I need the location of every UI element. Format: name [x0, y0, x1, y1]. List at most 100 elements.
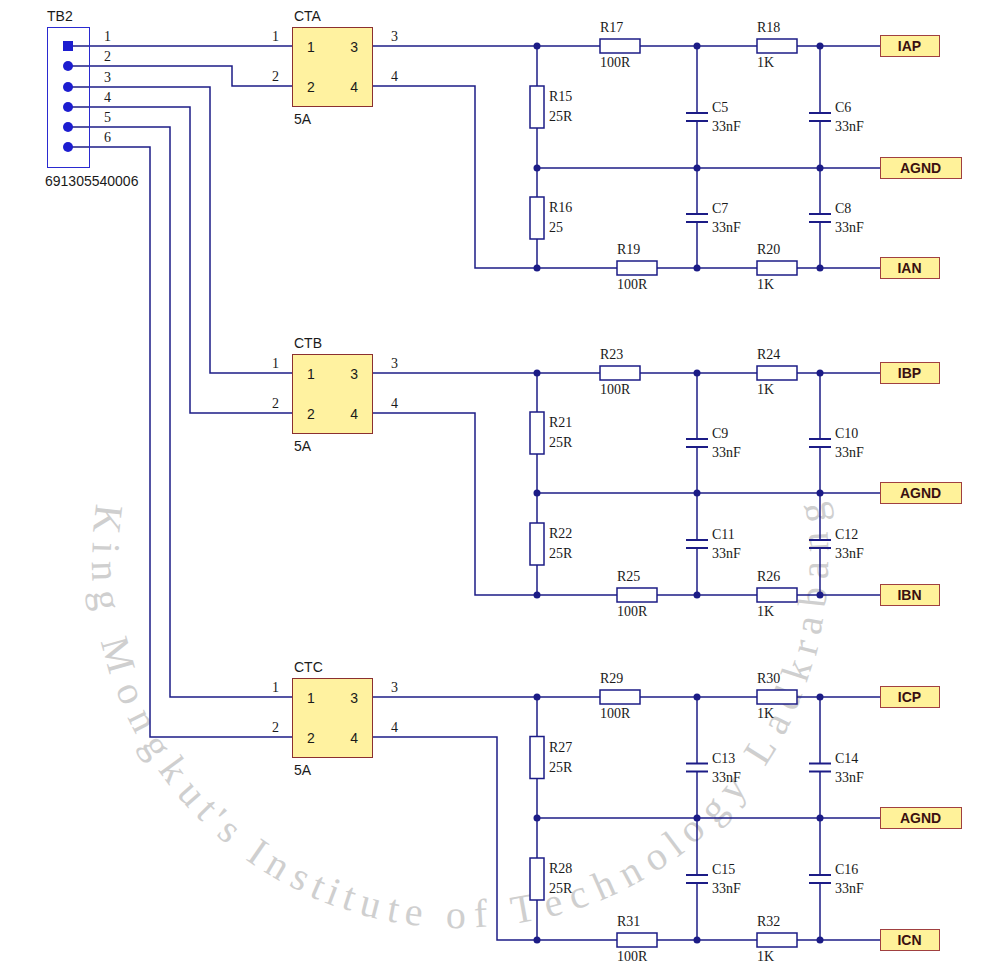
capacitor-plate [686, 539, 708, 541]
pin-number: 1 [272, 356, 279, 372]
watermark-letter: k [773, 654, 821, 687]
wire-connector [90, 45, 292, 47]
net-label: IBP [880, 362, 940, 384]
net-label: ICN [880, 929, 940, 951]
wire [696, 493, 698, 540]
wire [819, 168, 821, 214]
watermark-letter: a [793, 560, 837, 579]
pin-number: 1 [104, 29, 111, 45]
current-transformer: CTA13245A [292, 27, 373, 107]
resistor-symbol [757, 588, 797, 602]
resistor-symbol [617, 261, 657, 275]
capacitor-plate [809, 221, 831, 223]
part-name: C14 [835, 751, 858, 767]
pin-circle [63, 102, 73, 112]
part-name: C10 [835, 426, 858, 442]
terminal-block: TB2691305540006 [47, 27, 90, 168]
capacitor-plate [809, 763, 831, 765]
watermark-letter: o [446, 893, 466, 937]
resistor-symbol [757, 933, 797, 947]
capacitor-plate [686, 763, 708, 765]
pin-circle [63, 122, 73, 132]
part-number: 691305540006 [45, 173, 138, 189]
capacitor-plate [809, 446, 831, 448]
wire [819, 222, 821, 268]
junction-dot [534, 490, 541, 497]
resistor-symbol [600, 366, 640, 380]
watermark-letter: g [789, 500, 835, 526]
part-name: R16 [549, 200, 572, 216]
pin-number: 4 [104, 90, 111, 106]
junction-dot [817, 937, 824, 944]
part-name: R28 [549, 861, 572, 877]
part-name: TB2 [47, 8, 73, 24]
wire [373, 737, 617, 940]
net-label: IAN [880, 257, 940, 279]
wire [819, 772, 821, 819]
junction-dot [817, 694, 824, 701]
wire [797, 372, 880, 374]
pin-number: 3 [350, 690, 358, 706]
part-name: R29 [600, 671, 623, 687]
pin-number: 3 [350, 366, 358, 382]
capacitor-plate [809, 547, 831, 549]
watermark-letter [491, 891, 506, 936]
part-name: CTC [294, 659, 323, 675]
wire [373, 372, 600, 374]
net-name: AGND [900, 810, 941, 826]
junction-dot [694, 694, 701, 701]
resistor-symbol [757, 261, 797, 275]
part-name: C8 [835, 201, 851, 217]
capacitor-plate [686, 221, 708, 223]
part-name: R32 [757, 914, 780, 930]
pin-number: 4 [350, 730, 358, 746]
part-name: R26 [757, 569, 780, 585]
part-value: 100R [617, 604, 647, 620]
pin-number: 1 [272, 680, 279, 696]
part-name: R23 [600, 347, 623, 363]
pin-number: 6 [104, 130, 111, 146]
net-name: IBP [898, 365, 921, 381]
part-value: 100R [600, 55, 630, 71]
wire [696, 697, 698, 764]
wire-connector [90, 66, 292, 86]
wire [536, 128, 538, 197]
part-name: R22 [549, 526, 572, 542]
part-value: 1K [757, 55, 774, 71]
junction-dot [817, 370, 824, 377]
wire [373, 45, 600, 47]
wire [536, 900, 538, 940]
pin-number: 1 [307, 690, 315, 706]
part-name: R15 [549, 89, 572, 105]
part-name: R21 [549, 415, 572, 431]
wire-connector [90, 147, 292, 737]
wire-connector [90, 107, 292, 413]
wire [657, 267, 757, 269]
watermark-letter: K [84, 502, 131, 536]
part-name: R31 [617, 914, 640, 930]
resistor-symbol [757, 39, 797, 53]
part-value: 25 [549, 220, 563, 236]
part-value: 1K [757, 604, 774, 620]
pin-number: 2 [307, 730, 315, 746]
pin-number: 3 [350, 39, 358, 55]
watermark-letter: u [356, 880, 386, 928]
part-value: 25R [549, 435, 572, 451]
part-value: 33nF [712, 119, 741, 135]
part-value: 33nF [712, 220, 741, 236]
wire [696, 168, 698, 214]
part-value: 1K [757, 706, 774, 722]
capacitor-plate [809, 438, 831, 440]
part-value: 100R [600, 382, 630, 398]
pin-number: 3 [104, 70, 111, 86]
wire-connector [90, 87, 292, 373]
wire [696, 883, 698, 940]
capacitor-plate [686, 771, 708, 773]
wire [696, 447, 698, 493]
part-name: R20 [757, 242, 780, 258]
resistor-symbol [530, 737, 544, 779]
wire [819, 447, 821, 493]
junction-dot [694, 815, 701, 822]
part-name: R18 [757, 20, 780, 36]
